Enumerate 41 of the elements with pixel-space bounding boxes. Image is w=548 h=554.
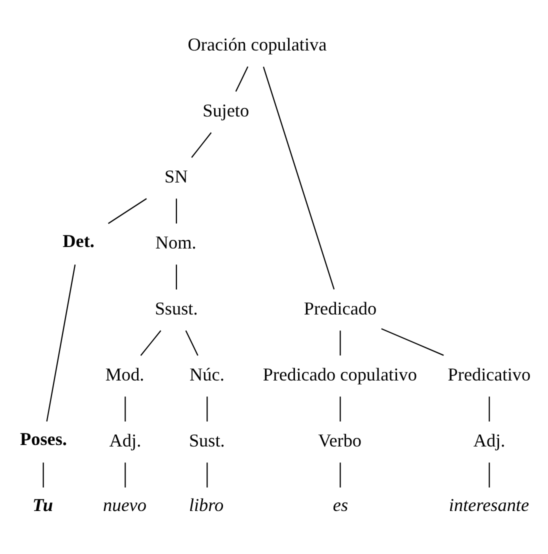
connector: [191, 132, 212, 158]
connector: [340, 396, 341, 422]
connector: [206, 396, 208, 422]
node-text: Nom.: [155, 232, 196, 252]
node-text: Sujeto: [202, 100, 250, 120]
connector: [46, 264, 76, 422]
node-text: Det.: [62, 231, 94, 252]
node-text: es: [332, 495, 348, 516]
node-text: nuevo: [103, 495, 146, 516]
connector: [340, 330, 341, 356]
node-text: Predicado: [304, 298, 377, 318]
node-text: Adj.: [109, 430, 142, 450]
connector: [381, 328, 444, 356]
node-text: Verbo: [318, 430, 362, 450]
node-text: Adj.: [473, 430, 506, 450]
connector: [235, 66, 248, 92]
node-text: Sust.: [188, 430, 225, 450]
node-text: Poses.: [20, 429, 67, 450]
node-text: SN: [164, 166, 188, 186]
node-text: libro: [188, 495, 224, 516]
node-text: Oración copulativa: [188, 34, 327, 54]
connector: [488, 462, 490, 488]
connector: [488, 396, 490, 422]
connector: [340, 462, 341, 488]
node-text: interesante: [448, 495, 530, 516]
connector: [176, 198, 177, 224]
connector: [124, 462, 126, 488]
connector: [140, 330, 162, 356]
connector: [206, 462, 208, 488]
connector: [185, 330, 198, 356]
node-text: Núc.: [190, 364, 224, 384]
node-text: Predicativo: [448, 364, 531, 384]
connector: [108, 198, 147, 224]
node-text: Ssust.: [154, 298, 198, 318]
connector: [124, 396, 126, 422]
connector: [176, 264, 177, 290]
connector: [42, 462, 44, 488]
node-text: Mod.: [105, 364, 144, 384]
node-text: Predicado copulativo: [262, 364, 417, 384]
node-text: Tu: [32, 495, 54, 516]
connector: [262, 66, 335, 290]
